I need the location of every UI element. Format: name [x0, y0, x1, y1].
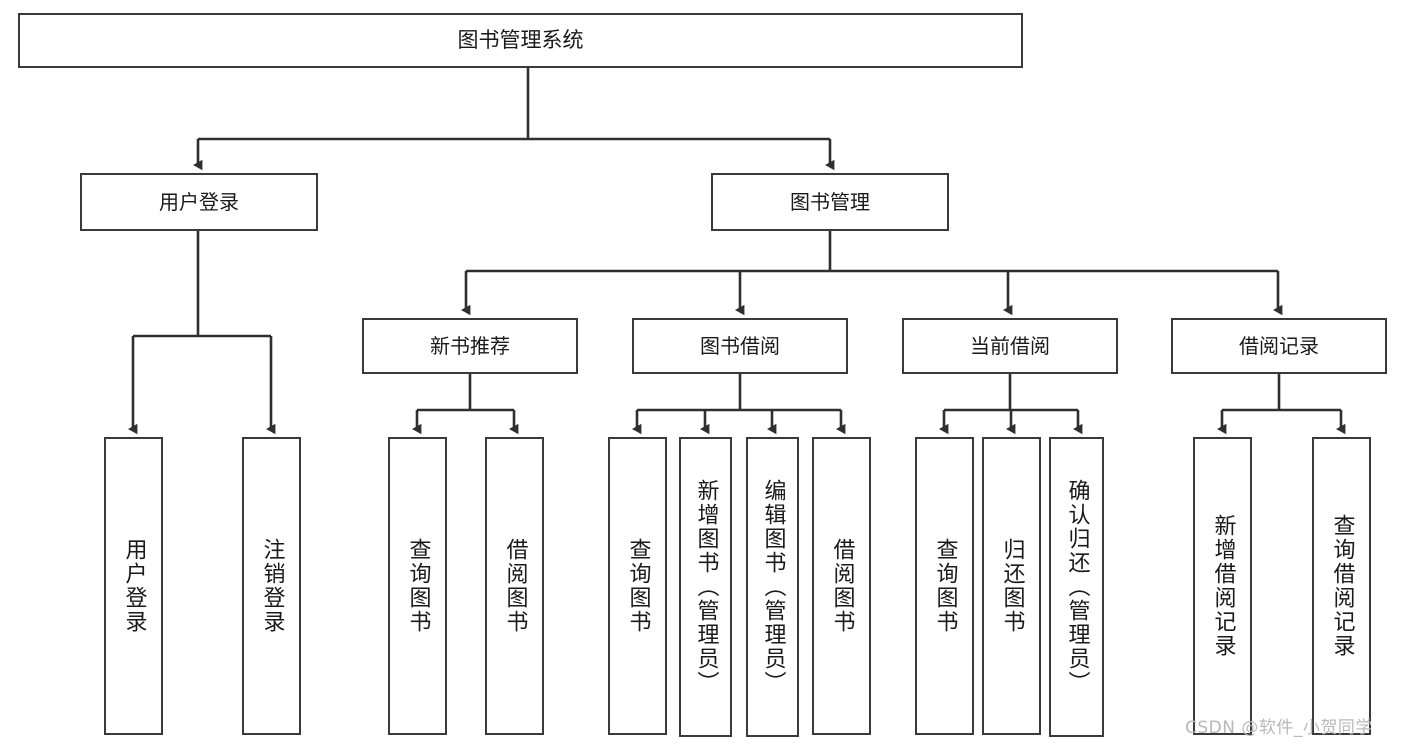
node-label: 图书管理: [790, 189, 870, 214]
node-label: 用户登录: [159, 189, 239, 214]
leaf-recommend-borrow-book[interactable]: 借阅图书: [485, 437, 544, 735]
node-label: 新书推荐: [430, 333, 510, 358]
leaf-borrow-edit-book-admin[interactable]: 编辑图书（管理员）: [746, 437, 799, 737]
node-label: 新增借阅记录: [1210, 514, 1236, 658]
leaf-logout-login[interactable]: 注销登录: [242, 437, 301, 735]
node-label: 编辑图书（管理员）: [760, 479, 786, 695]
leaf-borrow-query-book[interactable]: 查询图书: [608, 437, 667, 735]
leaf-current-confirm-return-admin[interactable]: 确认归还（管理员）: [1049, 437, 1104, 737]
node-user-login[interactable]: 用户登录: [80, 173, 318, 231]
node-label: 归还图书: [999, 538, 1025, 634]
node-borrow-record[interactable]: 借阅记录: [1171, 318, 1387, 374]
node-label: 当前借阅: [970, 333, 1050, 358]
node-label: 新增图书（管理员）: [693, 479, 719, 695]
node-label: 借阅记录: [1239, 333, 1319, 358]
node-label: 查询图书: [932, 538, 958, 634]
leaf-recommend-query-book[interactable]: 查询图书: [388, 437, 447, 735]
node-current-borrow[interactable]: 当前借阅: [902, 318, 1118, 374]
node-label: 借阅图书: [502, 538, 528, 634]
node-label: 图书借阅: [700, 333, 780, 358]
leaf-record-query-record[interactable]: 查询借阅记录: [1312, 437, 1371, 735]
node-new-book-recommend[interactable]: 新书推荐: [362, 318, 578, 374]
csdn-watermark: CSDN @软件_小贺同学: [1185, 718, 1373, 738]
node-label: 确认归还（管理员）: [1064, 479, 1090, 695]
node-label: 用户登录: [121, 538, 147, 634]
leaf-record-add-record[interactable]: 新增借阅记录: [1193, 437, 1252, 735]
node-label: 注销登录: [259, 538, 285, 634]
node-root-system[interactable]: 图书管理系统: [18, 13, 1023, 68]
node-label: 借阅图书: [829, 538, 855, 634]
leaf-borrow-add-book-admin[interactable]: 新增图书（管理员）: [679, 437, 732, 737]
leaf-current-query-book[interactable]: 查询图书: [915, 437, 974, 735]
node-book-borrow[interactable]: 图书借阅: [632, 318, 848, 374]
node-book-management[interactable]: 图书管理: [711, 173, 949, 231]
node-label: 查询图书: [405, 538, 431, 634]
node-label: 查询图书: [625, 538, 651, 634]
leaf-current-return-book[interactable]: 归还图书: [982, 437, 1041, 735]
leaf-borrow-borrow-book[interactable]: 借阅图书: [812, 437, 871, 735]
leaf-user-login[interactable]: 用户登录: [104, 437, 163, 735]
node-label: 图书管理系统: [457, 28, 584, 53]
node-label: 查询借阅记录: [1329, 514, 1355, 658]
